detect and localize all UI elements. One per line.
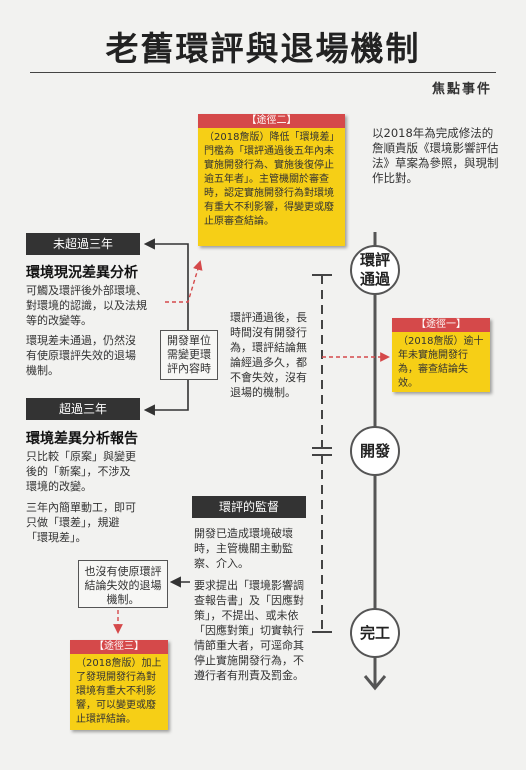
stage-pass-circle: 環評 通過 <box>350 245 400 295</box>
over-three-para-1: 只比較「原案」與變更後的「新案」，不涉及環境的改變。 <box>26 450 136 493</box>
monitor-para-2: 要求提出「環境影響調查報告書」及「因應對策」，不提出、或未依「因應對策」切實執行… <box>194 579 304 682</box>
route-three-box: 【途徑三】 （2018詹版）加上了發現開發行為對環境有重大不利影響，可以變更或廢… <box>70 640 168 730</box>
stage-develop-circle: 開發 <box>350 426 400 476</box>
monitor-para-1: 開發已造成環境破壞時，主管機關主動監察、介入。 <box>194 527 293 570</box>
page-subtitle: 焦點事件 <box>431 82 492 97</box>
title-divider <box>30 72 496 73</box>
under-three-years-label: 未超過三年 <box>26 233 140 255</box>
no-exit-box: 也沒有使原環評結論失效的退場機制。 <box>78 560 168 608</box>
route-one-tag: 【途徑一】 <box>392 318 490 332</box>
route-three-tag: 【途徑三】 <box>70 640 168 654</box>
over-three-years-label: 超過三年 <box>26 398 140 420</box>
over-three-para-2: 三年內簡單動工，即可只做「環差」，規避「環現差」。 <box>26 501 136 544</box>
route-three-text: （2018詹版）加上了發現開發行為對環境有重大不利影響，可以變更或廢止環評結論。 <box>76 658 162 725</box>
stage-complete-circle: 完工 <box>350 608 400 658</box>
route-two-tag: 【途徑二】 <box>198 114 345 128</box>
agency-change-box: 開發單位需變更環評內容時 <box>160 330 218 380</box>
pass-no-exit-note: 環評通過後，長時間沒有開發行為，環評結論無論經過多久，都不會失效，沒有退場的機制… <box>230 311 307 399</box>
route-two-text: （2018詹版）降低「環境差」門檻為「環評通過後五年內未實施開發行為、實施後復停… <box>204 132 335 227</box>
over-three-heading: 環境差異分析報告 <box>26 431 138 447</box>
route-one-text: （2018詹版）逾十年未實施開發行為，審查結論失效。 <box>398 336 484 389</box>
monitor-label: 環評的監督 <box>192 496 306 518</box>
under-three-para-2: 環現差未通過，仍然沒有使原環評失效的退場機制。 <box>26 334 136 377</box>
page-title: 老舊環評與退場機制 <box>105 29 421 68</box>
intro-note: 以2018年為完成修法的詹順貴版《環境影響評估法》草案為參照，與現制作比對。 <box>372 126 499 185</box>
under-three-para-1: 可觸及環評後外部環境、對環境的認識，以及法規等的改變等。 <box>26 284 147 327</box>
route-two-box: 【途徑二】 （2018詹版）降低「環境差」門檻為「環評通過後五年內未實施開發行為… <box>198 114 345 246</box>
timeline-arrowhead <box>363 675 387 691</box>
under-three-heading: 環境現況差異分析 <box>26 265 138 281</box>
route-one-box: 【途徑一】 （2018詹版）逾十年未實施開發行為，審查結論失效。 <box>392 318 490 392</box>
